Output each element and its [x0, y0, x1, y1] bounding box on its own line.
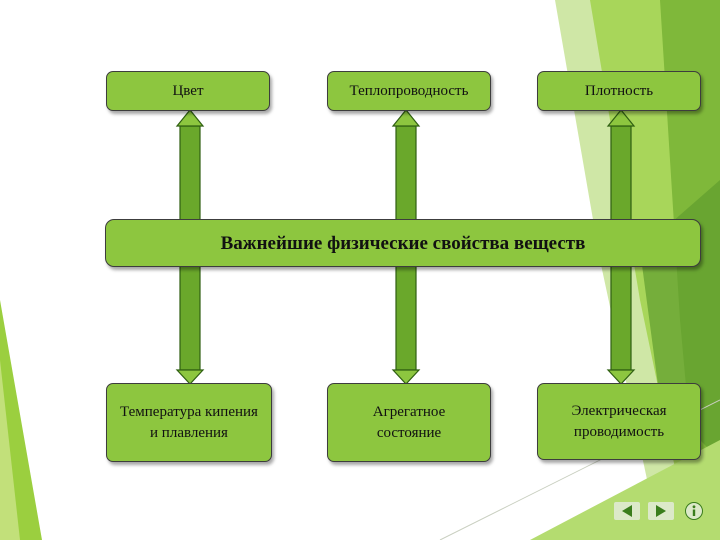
property-label: Электрическая проводимость: [571, 402, 667, 440]
property-box-density: Плотность: [537, 71, 701, 111]
property-label: Агрегатное состояние: [372, 403, 446, 441]
property-box-color: Цвет: [106, 71, 270, 111]
property-box-thermal-conductivity: Теплопроводность: [327, 71, 491, 111]
property-label: Теплопроводность: [349, 82, 469, 99]
property-box-boiling-melting-temperature: Температура кипения и плавления: [106, 383, 272, 462]
property-box-electrical-conductivity: Электрическая проводимость: [537, 383, 701, 460]
info-icon: [685, 502, 703, 520]
property-label: Цвет: [172, 82, 204, 99]
central-concept-box: Важнейшие физические свойства веществ: [105, 219, 701, 267]
property-label: Плотность: [584, 82, 654, 99]
next-slide-button[interactable]: [648, 502, 674, 520]
property-box-aggregate-state: Агрегатное состояние: [327, 383, 491, 462]
central-concept-label: Важнейшие физические свойства веществ: [220, 232, 586, 254]
info-button[interactable]: [684, 501, 704, 521]
triangle-left-icon: [622, 505, 632, 517]
property-label: Температура кипения и плавления: [120, 403, 258, 441]
triangle-right-icon: [656, 505, 666, 517]
left-green-stripe-light: [0, 360, 20, 540]
prev-slide-button[interactable]: [614, 502, 640, 520]
